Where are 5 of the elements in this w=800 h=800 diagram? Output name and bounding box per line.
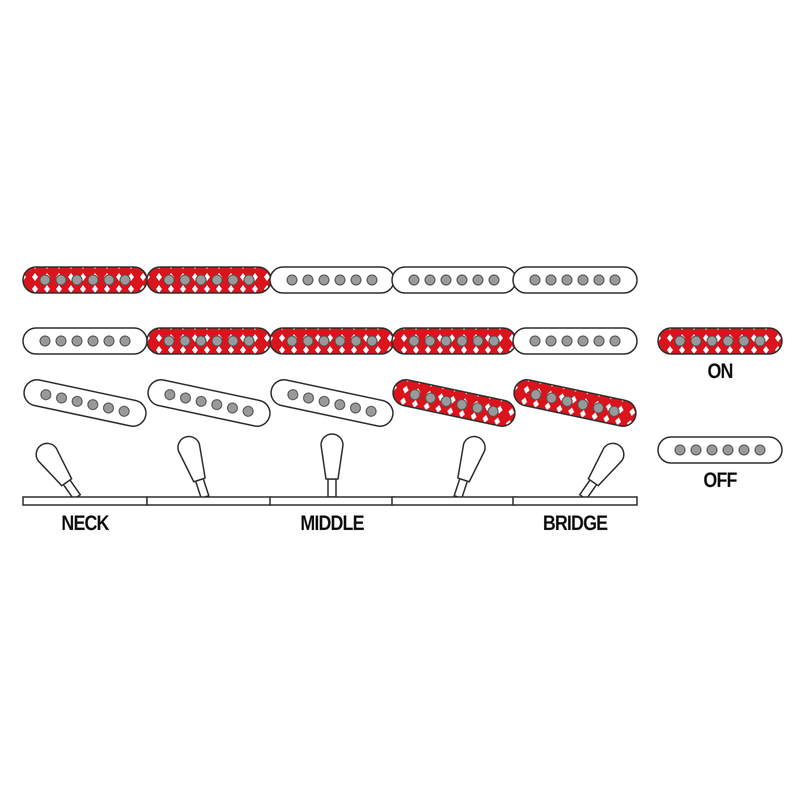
position-label: NECK — [61, 513, 109, 534]
position-label: BRIDGE — [542, 513, 608, 534]
legend-label: OFF — [703, 470, 737, 491]
position-label: MIDDLE — [300, 513, 364, 534]
legend-label: ON — [707, 361, 733, 382]
